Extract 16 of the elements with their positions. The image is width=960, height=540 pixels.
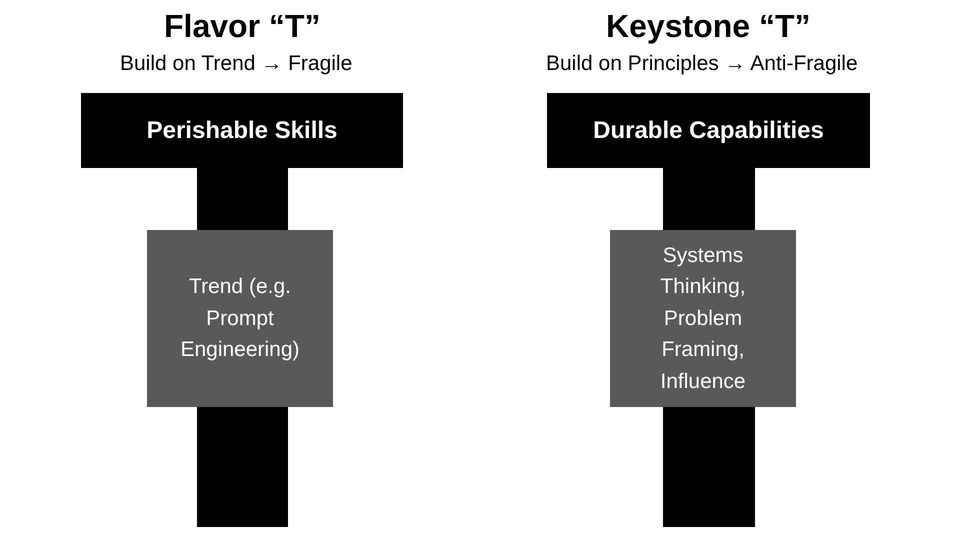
stem-bar [197,407,288,527]
stem-bar [663,168,755,230]
stem-bar [663,407,755,527]
skill-box [610,230,796,407]
top-bar [547,93,870,168]
bar-title: Durable Capabilities [593,116,824,144]
top-bar [81,93,403,168]
heading: Flavor “T” [164,8,320,45]
subheading: Build on Trend → Fragile [120,52,352,76]
skill-text: Systems Thinking, Problem Framing, Influence [659,242,747,395]
stem-bar [197,168,288,230]
skill-box [147,230,333,407]
heading: Keystone “T” [606,8,810,45]
skill-text: Trend (e.g. Prompt Engineering) [179,274,301,364]
bar-title: Perishable Skills [146,116,338,144]
subheading: Build on Principles → Anti-Fragile [546,52,858,76]
